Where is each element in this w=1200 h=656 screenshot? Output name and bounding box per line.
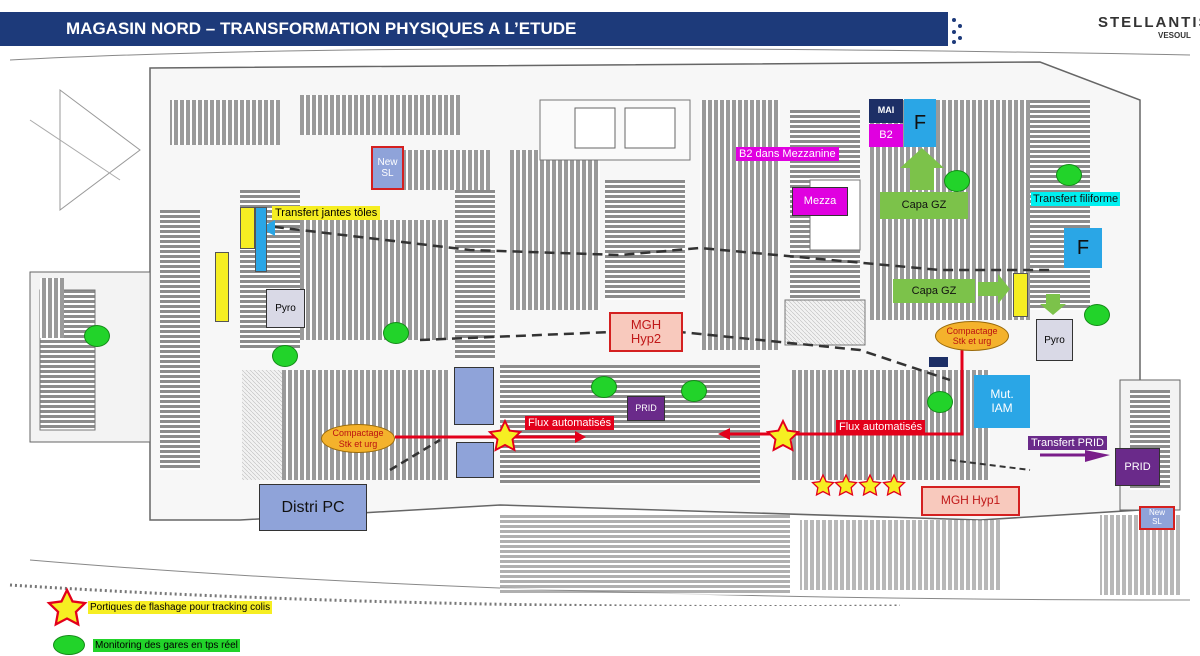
- logo-subtitle: VESOUL: [1158, 31, 1191, 40]
- new-sl-top-zone: New SL: [371, 146, 404, 190]
- new-sl-bottom-line1: New: [1148, 508, 1165, 518]
- compactage-right-line2: Stk et urg: [952, 336, 992, 346]
- new-sl-bottom-line2: SL: [1152, 517, 1162, 526]
- compactage-left-oval: Compactage Stk et urg: [321, 424, 395, 453]
- mai-zone: MAI: [869, 99, 903, 123]
- stellantis-logo: STELLANTIS: [1098, 14, 1200, 31]
- new-sl-bottom-zone: New SL: [1139, 506, 1175, 530]
- b2-zone: B2: [869, 124, 903, 147]
- cyan-zone-left: [255, 207, 267, 272]
- distri-pc-label: Distri PC: [281, 498, 345, 516]
- mezza-zone: Mezza: [792, 187, 848, 216]
- decorative-dots-icon: [952, 14, 968, 44]
- monitor-dot-icon: [1084, 304, 1110, 326]
- yellow-zone-right: [1013, 273, 1028, 317]
- b2-label: B2: [879, 129, 893, 142]
- monitor-dot-icon: [927, 391, 953, 413]
- mgh-hyp2-line2: Hyp2: [630, 331, 662, 346]
- prid-right-zone: PRID: [1115, 448, 1160, 486]
- monitor-dot-icon: [1056, 164, 1082, 186]
- page-title: MAGASIN NORD – TRANSFORMATION PHYSIQUES …: [66, 19, 577, 38]
- mut-iam-zone: Mut. IAM: [974, 375, 1030, 428]
- monitor-dot-icon: [944, 170, 970, 192]
- capa-gz-mid-zone: Capa GZ: [893, 279, 975, 303]
- compactage-right-oval: Compactage Stk et urg: [935, 321, 1009, 351]
- new-sl-top-line1: New: [377, 157, 398, 168]
- mut-iam-line1: Mut.: [990, 387, 1014, 402]
- compactage-left-line2: Stk et urg: [338, 438, 378, 449]
- prid-right-label: PRID: [1124, 460, 1151, 473]
- capa-gz-top-zone: Capa GZ: [880, 192, 968, 219]
- compactage-left-line1: Compactage: [332, 428, 384, 439]
- transfert-jantes-label: Transfert jantes tôles: [272, 206, 381, 220]
- monitor-dot-icon: [272, 345, 298, 367]
- b2-mezzanine-label: B2 dans Mezzanine: [736, 147, 839, 161]
- compactage-right-line1: Compactage: [946, 325, 998, 336]
- blue-zone-center-1: [454, 367, 494, 425]
- transfert-prid-label: Transfert PRID: [1028, 436, 1107, 450]
- transfert-filiforme-label: Transfert filiforme: [1031, 192, 1121, 206]
- monitor-dot-icon: [681, 380, 707, 402]
- mai-label: MAI: [877, 105, 895, 116]
- mgh-hyp1-label: MGH Hyp1: [940, 493, 1001, 508]
- yellow-zone-left-2: [215, 252, 229, 322]
- mgh-hyp1-zone: MGH Hyp1: [921, 486, 1020, 516]
- prid-center-label: PRID: [635, 402, 657, 413]
- f-top-label: F: [913, 112, 927, 134]
- capa-gz-mid-label: Capa GZ: [911, 284, 957, 297]
- pyro-left-zone: Pyro: [266, 289, 305, 328]
- prid-center-zone: PRID: [627, 396, 665, 421]
- yellow-zone-left-1: [240, 207, 255, 249]
- legend-star-text: Portiques de flashage pour tracking coli…: [88, 601, 273, 614]
- f-top-zone: F: [904, 99, 936, 147]
- small-navy-zone: [929, 357, 948, 367]
- star-icon: [46, 418, 906, 627]
- capa-gz-top-label: Capa GZ: [901, 199, 947, 212]
- mgh-hyp2-line1: MGH: [630, 316, 662, 332]
- monitor-dot-icon: [383, 322, 409, 344]
- blue-zone-center-2: [456, 442, 494, 478]
- monitor-dot-icon: [591, 376, 617, 398]
- distri-pc-zone: Distri PC: [259, 484, 367, 531]
- legend-dot-text: Monitoring des gares en tps réel: [93, 639, 240, 652]
- new-sl-top-line2: SL: [381, 168, 394, 179]
- title-bar: [0, 12, 948, 46]
- mgh-hyp2-zone: MGH Hyp2: [609, 312, 683, 352]
- pyro-right-zone: Pyro: [1036, 319, 1073, 361]
- monitor-dot-icon: [84, 325, 110, 347]
- flux-right-label: Flux automatisés: [836, 420, 926, 434]
- mut-iam-line2: IAM: [991, 400, 1013, 415]
- pyro-right-label: Pyro: [1044, 334, 1065, 346]
- pyro-left-label: Pyro: [275, 303, 296, 314]
- f-right-label: F: [1076, 237, 1090, 259]
- flux-left-label: Flux automatisés: [525, 416, 615, 430]
- mezza-label: Mezza: [803, 195, 837, 208]
- f-right-zone: F: [1064, 228, 1102, 268]
- legend-dot-icon: [53, 635, 85, 655]
